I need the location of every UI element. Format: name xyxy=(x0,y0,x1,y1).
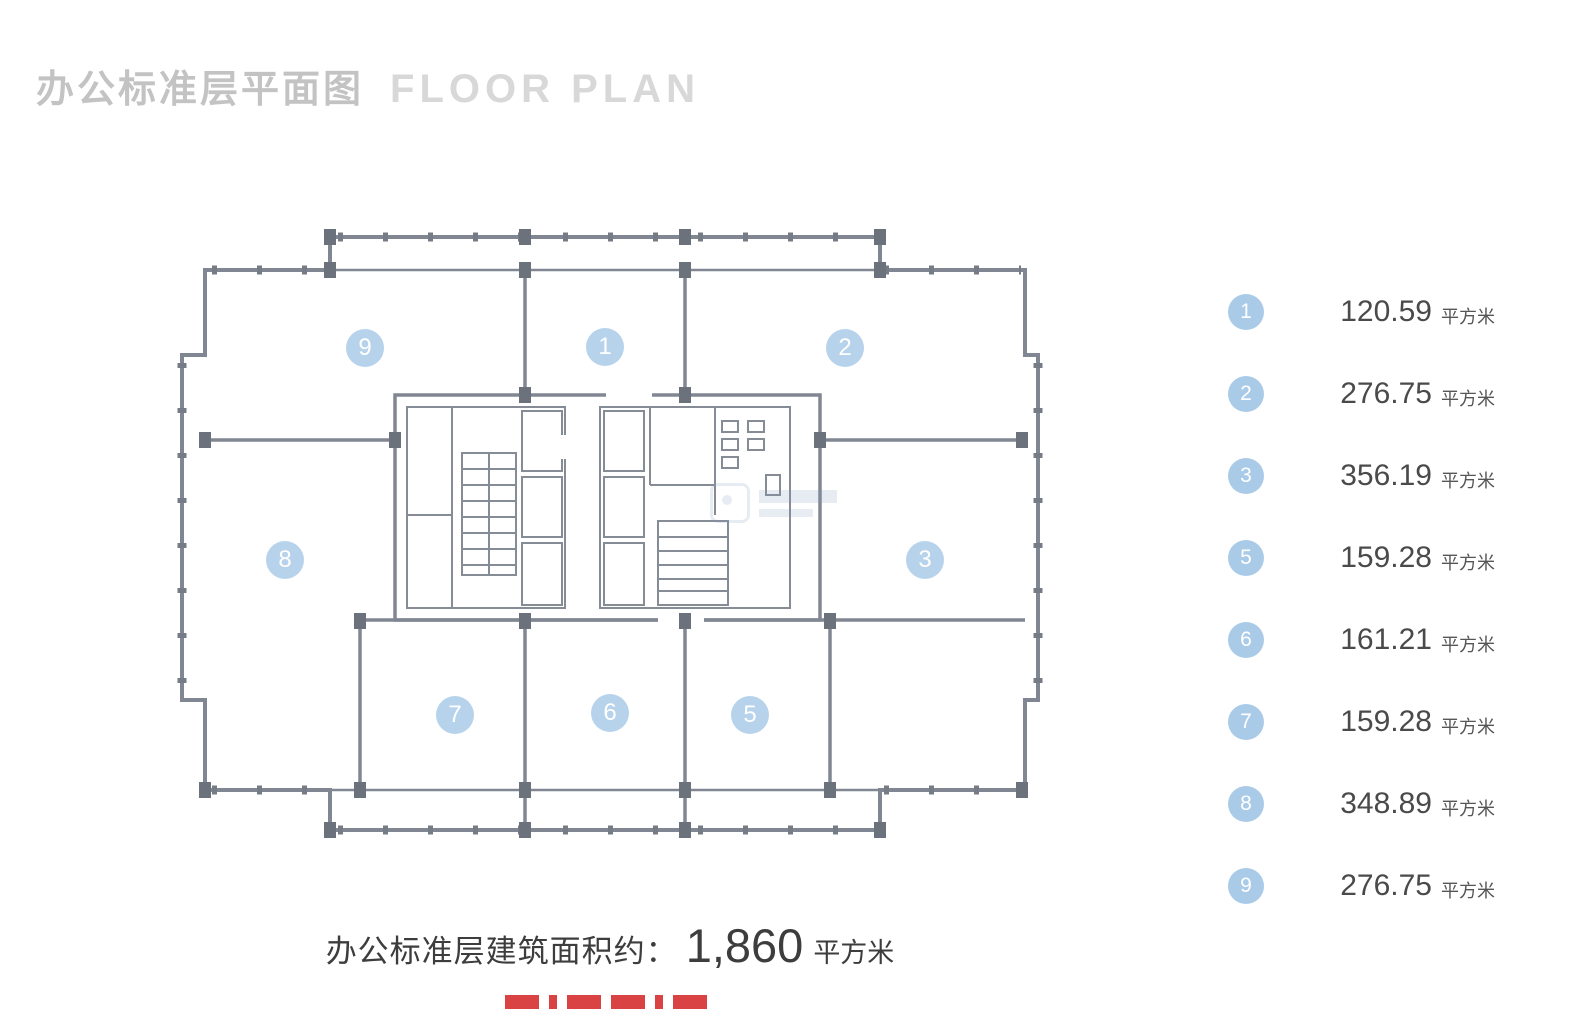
cutoff-red-text xyxy=(505,995,707,1009)
legend-area-unit: 平方米 xyxy=(1441,470,1495,491)
legend-area-unit: 平方米 xyxy=(1441,306,1495,327)
legend-unit-badge: 9 xyxy=(1228,868,1264,904)
legend-area-value: 276.75 xyxy=(1340,377,1432,410)
legend-unit-badge: 3 xyxy=(1228,458,1264,494)
legend-row: 9 276.75 平方米 xyxy=(1228,862,1495,910)
red-text-fragment xyxy=(567,995,601,1009)
watermark-logo-icon xyxy=(710,483,750,523)
total-area-value: 1,860 xyxy=(685,919,804,972)
window-ticks xyxy=(177,232,1043,835)
legend-unit-badge: 5 xyxy=(1228,540,1264,576)
red-text-fragment xyxy=(655,995,663,1009)
plan-unit-badge-7: 7 xyxy=(436,696,474,734)
red-text-fragment xyxy=(673,995,707,1009)
total-area-label: 办公标准层建筑面积约： xyxy=(325,934,678,969)
legend-row: 8 348.89 平方米 xyxy=(1228,780,1495,828)
plan-unit-number: 9 xyxy=(358,334,372,361)
total-area-line: 办公标准层建筑面积约： 1,860 平方米 xyxy=(170,918,1050,973)
plan-unit-number: 8 xyxy=(278,546,292,573)
legend-area-value: 356.19 xyxy=(1340,459,1432,492)
plan-unit-badge-3: 3 xyxy=(906,541,944,579)
plan-unit-number: 6 xyxy=(603,699,617,726)
legend-row: 2 276.75 平方米 xyxy=(1228,370,1495,418)
red-text-fragment xyxy=(549,995,557,1009)
legend-area-unit: 平方米 xyxy=(1441,634,1495,655)
watermark xyxy=(710,483,837,523)
legend-unit-badge: 2 xyxy=(1228,376,1264,412)
plan-unit-badge-1: 1 xyxy=(586,328,624,366)
legend-row: 1 120.59 平方米 xyxy=(1228,288,1495,336)
watermark-text-blur xyxy=(759,489,837,517)
plan-unit-badge-5: 5 xyxy=(731,696,769,734)
legend-area-unit: 平方米 xyxy=(1441,880,1495,901)
area-legend: 1 120.59 平方米 2 276.75 平方米 3 356.19 平方米 5… xyxy=(1228,288,1495,944)
door-openings xyxy=(560,390,704,625)
legend-unit-badge: 6 xyxy=(1228,622,1264,658)
plan-unit-badge-9: 9 xyxy=(346,329,384,367)
plan-unit-number: 3 xyxy=(918,546,932,573)
legend-unit-badge: 1 xyxy=(1228,294,1264,330)
legend-area-value: 348.89 xyxy=(1340,787,1432,820)
legend-area-unit: 平方米 xyxy=(1441,798,1495,819)
legend-area-value: 161.21 xyxy=(1340,623,1432,656)
red-text-fragment xyxy=(505,995,539,1009)
plan-unit-number: 2 xyxy=(838,334,852,361)
plan-unit-number: 1 xyxy=(598,333,612,360)
legend-row: 7 159.28 平方米 xyxy=(1228,698,1495,746)
plan-unit-badge-6: 6 xyxy=(591,694,629,732)
legend-row: 6 161.21 平方米 xyxy=(1228,616,1495,664)
plan-unit-number: 5 xyxy=(743,701,757,728)
legend-area-unit: 平方米 xyxy=(1441,388,1495,409)
plan-unit-badge-2: 2 xyxy=(826,329,864,367)
legend-area-value: 159.28 xyxy=(1340,705,1432,738)
legend-area-value: 276.75 xyxy=(1340,869,1432,902)
plan-unit-badge-8: 8 xyxy=(266,541,304,579)
plan-unit-number: 7 xyxy=(448,701,462,728)
legend-area-unit: 平方米 xyxy=(1441,716,1495,737)
legend-row: 5 159.28 平方米 xyxy=(1228,534,1495,582)
legend-unit-badge: 8 xyxy=(1228,786,1264,822)
total-area-unit: 平方米 xyxy=(813,938,895,968)
page-header: 办公标准层平面图 FLOOR PLAN xyxy=(36,58,700,113)
legend-area-value: 159.28 xyxy=(1340,541,1432,574)
floor-plan-drawing xyxy=(177,229,1043,838)
legend-unit-badge: 7 xyxy=(1228,704,1264,740)
page-title-zh: 办公标准层平面图 xyxy=(36,69,365,111)
columns xyxy=(199,229,1028,838)
legend-area-value: 120.59 xyxy=(1340,295,1432,328)
legend-area-unit: 平方米 xyxy=(1441,552,1495,573)
legend-row: 3 356.19 平方米 xyxy=(1228,452,1495,500)
core-internals xyxy=(406,406,791,609)
outer-walls xyxy=(180,235,1040,832)
red-text-fragment xyxy=(611,995,645,1009)
page-title-en: FLOOR PLAN xyxy=(390,67,700,111)
floor-plan: 9 1 2 8 3 7 6 5 xyxy=(170,225,1050,845)
